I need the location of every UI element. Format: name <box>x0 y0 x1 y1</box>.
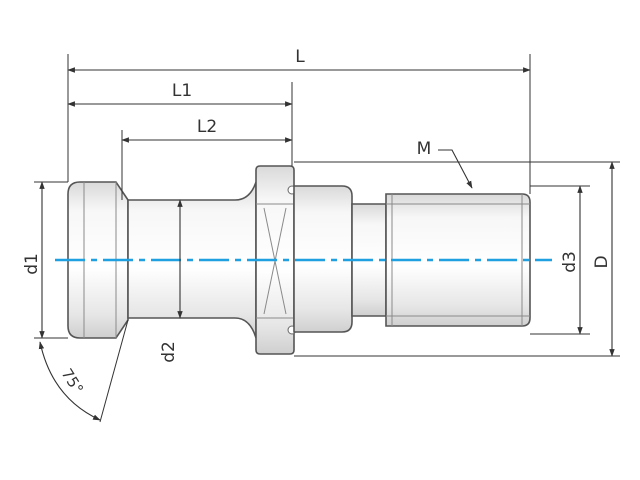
label-d1: d1 <box>22 253 42 275</box>
leader-M <box>438 149 473 189</box>
label-L2: L2 <box>197 117 217 137</box>
label-D: D <box>592 255 612 268</box>
label-L1: L1 <box>172 81 192 101</box>
dimension-lines <box>38 67 615 423</box>
angle-arc <box>38 341 101 421</box>
label-d2: d2 <box>159 341 179 363</box>
label-angle: 75° <box>58 365 87 397</box>
label-d3: d3 <box>560 251 580 273</box>
label-L: L <box>295 47 305 67</box>
label-M: M <box>417 139 432 159</box>
dimension-labels: L L1 L2 M d1 d2 d3 D 75° <box>22 47 612 397</box>
head <box>67 181 129 339</box>
